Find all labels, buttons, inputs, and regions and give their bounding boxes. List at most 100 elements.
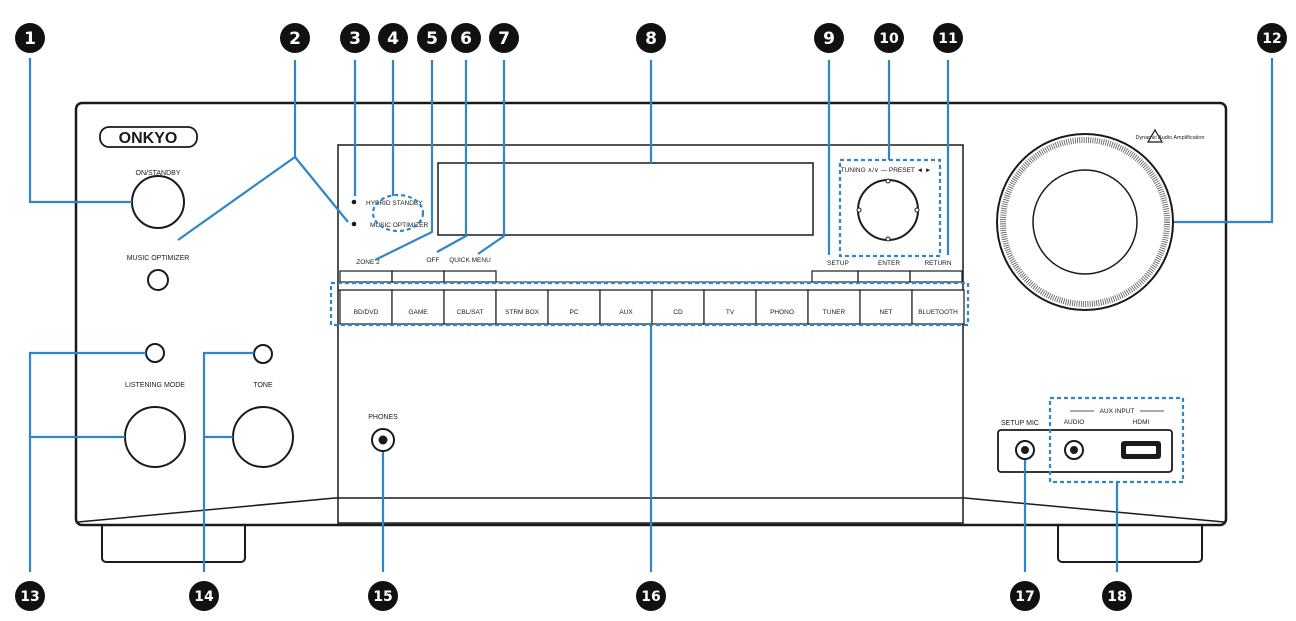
input-button-face xyxy=(651,289,705,325)
callout-number: 3 xyxy=(349,29,361,49)
input-button-face xyxy=(807,289,861,325)
input-button-tuner[interactable]: TUNER xyxy=(807,289,861,325)
left-foot xyxy=(101,521,246,563)
callout-line-6 xyxy=(436,60,468,253)
input-selector-row: BD/DVD GAME CBL/SAT STRM BOX PC AUX CD TV PHONO T… xyxy=(339,289,965,325)
music-optimizer-button[interactable] xyxy=(147,269,169,291)
input-button-cbl-sat[interactable]: CBL/SAT xyxy=(443,289,497,325)
callout-marker-14: 14 xyxy=(189,581,219,611)
input-button-label: TV xyxy=(726,309,735,316)
callout-number: 13 xyxy=(20,589,39,605)
callout-number: 5 xyxy=(426,29,438,49)
callout-number: 11 xyxy=(938,31,957,47)
input-button-face xyxy=(703,289,757,325)
input-button-cd[interactable]: CD xyxy=(651,289,705,325)
callout-line-14 xyxy=(202,351,254,572)
input-button-net[interactable]: NET xyxy=(859,289,913,325)
display-window xyxy=(437,162,814,236)
aux-input-label: AUX INPUT xyxy=(1100,408,1135,415)
callout-marker-15: 15 xyxy=(368,581,398,611)
callout-marker-disc xyxy=(1102,581,1132,611)
listening-mode-knob[interactable] xyxy=(124,406,186,468)
audio-label: AUDIO xyxy=(1064,419,1085,426)
input-button-bluetooth[interactable]: BLUETOOTH xyxy=(911,289,965,325)
music-optimizer-label: MUSIC OPTIMIZER xyxy=(127,255,190,262)
callout-marker-disc xyxy=(814,23,844,53)
callout-marker-17: 17 xyxy=(1010,581,1040,611)
setup-mic-label: SETUP MIC xyxy=(1001,420,1039,427)
callout-marker-6: 6 xyxy=(451,23,481,53)
callout-line-12 xyxy=(1174,58,1274,224)
music-optimizer-led-label: MUSIC OPTIMIZER xyxy=(370,222,428,229)
input-button-face xyxy=(599,289,653,325)
tuning-preset-knob[interactable] xyxy=(857,179,919,241)
input-button-label: CBL/SAT xyxy=(457,309,484,316)
right-foot xyxy=(1057,521,1203,563)
callout-number: 10 xyxy=(879,31,899,47)
callout-marker-disc xyxy=(15,581,45,611)
callout-marker-12: 12 xyxy=(1257,23,1287,53)
input-button-label: PHONO xyxy=(770,309,794,316)
tuning-up-mark xyxy=(885,178,891,184)
callout-number: 9 xyxy=(823,29,835,49)
callout-number: 6 xyxy=(460,29,472,49)
callout-marker-disc xyxy=(189,581,219,611)
input-button-label: BLUETOOTH xyxy=(918,309,958,316)
input-button-label: NET xyxy=(880,309,893,316)
input-button-face xyxy=(547,289,601,325)
callout-marker-disc xyxy=(636,581,666,611)
callout-number: 4 xyxy=(387,29,399,49)
callout-marker-13: 13 xyxy=(15,581,45,611)
input-button-game[interactable]: GAME xyxy=(391,289,445,325)
callout-marker-9: 9 xyxy=(814,23,844,53)
input-button-face xyxy=(443,289,497,325)
enter-label: ENTER xyxy=(878,260,900,267)
dynamic-audio-label: Dynamic Audio Amplification xyxy=(1135,135,1204,141)
callout-line-7 xyxy=(477,60,506,255)
input-button-label: BD/DVD xyxy=(354,309,379,316)
power-button[interactable] xyxy=(131,175,185,229)
input-button-phono[interactable]: PHONO xyxy=(755,289,809,325)
input-button-face xyxy=(391,289,445,325)
callout-number: 8 xyxy=(645,29,657,49)
input-button-pc[interactable]: PC xyxy=(547,289,601,325)
callout-number: 1 xyxy=(24,29,36,49)
input-button-label: CD xyxy=(673,309,683,316)
callout-marker-2: 2 xyxy=(280,23,310,53)
callout-number: 18 xyxy=(1107,589,1126,605)
input-button-label: STRM BOX xyxy=(505,309,540,316)
callout-number: 15 xyxy=(373,589,392,605)
hdmi-label: HDMI xyxy=(1133,419,1150,426)
input-button-label: GAME xyxy=(408,309,428,316)
input-button-tv[interactable]: TV xyxy=(703,289,757,325)
input-button-strm-box[interactable]: STRM BOX xyxy=(495,289,549,325)
callout-marker-disc xyxy=(378,23,408,53)
callout-line-2 xyxy=(177,60,349,241)
listening-mode-indicator xyxy=(145,343,165,363)
aux-audio-jack-hole xyxy=(1070,446,1078,454)
phones-jack-hole xyxy=(378,435,388,445)
input-button-aux[interactable]: AUX xyxy=(599,289,653,325)
setup-mic-jack-hole xyxy=(1021,446,1029,454)
input-button-label: PC xyxy=(569,309,578,316)
callout-marker-disc xyxy=(340,23,370,53)
callout-marker-5: 5 xyxy=(417,23,447,53)
return-label: RETURN xyxy=(924,260,951,267)
callout-marker-disc xyxy=(15,23,45,53)
tuning-preset-label: TUNING ∧/∨ — PRESET ◄ ► xyxy=(841,167,932,174)
callout-line-1 xyxy=(28,58,132,204)
zone2-label: ZONE 2 xyxy=(356,259,380,266)
hybrid-standby-led xyxy=(351,199,357,205)
tone-knob[interactable] xyxy=(232,406,294,468)
callout-4-highlight xyxy=(371,193,425,233)
callout-number: 2 xyxy=(289,29,301,49)
quick-menu-label: QUICK MENU xyxy=(449,257,491,264)
quick-menu-button[interactable] xyxy=(443,270,497,283)
brand-logo: ONKYO xyxy=(119,130,178,147)
input-button-bd-dvd[interactable]: BD/DVD xyxy=(339,289,393,325)
callout-marker-disc xyxy=(417,23,447,53)
aux-hdmi-port-slot xyxy=(1126,446,1156,454)
master-volume-inner xyxy=(1032,169,1138,275)
callout-10-highlight xyxy=(838,158,942,258)
